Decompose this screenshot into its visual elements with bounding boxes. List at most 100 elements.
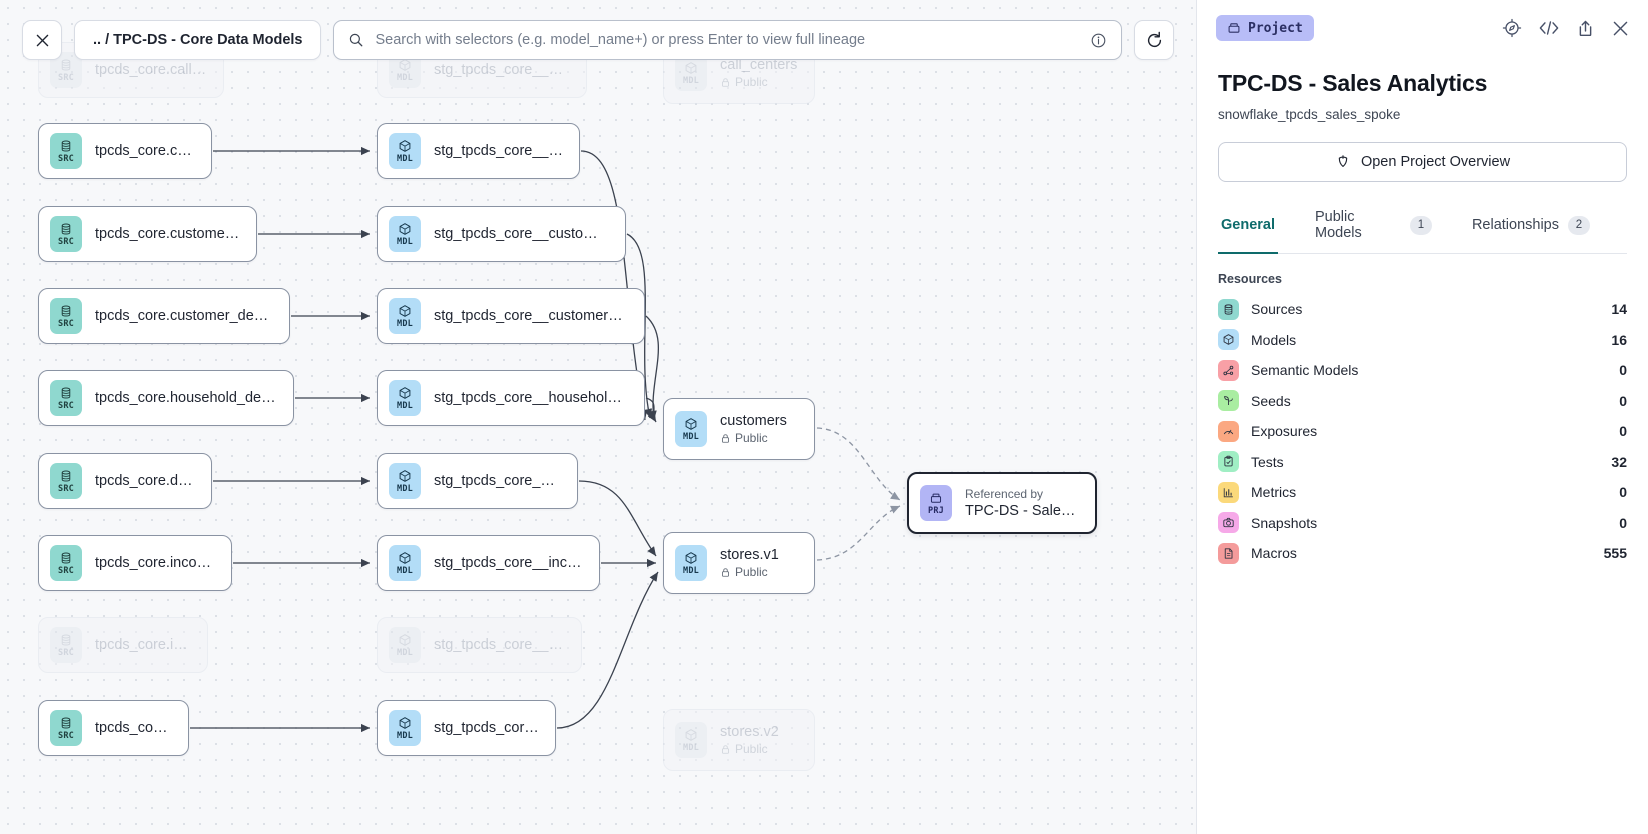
project-box-icon <box>929 491 943 505</box>
node-label: tpcds_core.date_dim <box>95 473 195 489</box>
cube-icon <box>398 551 412 565</box>
lock-icon <box>722 567 729 577</box>
cube-icon <box>684 61 698 75</box>
node-text: stg_tpcds_core__income_band <box>434 555 583 571</box>
cube-icon <box>398 222 412 236</box>
resource-type-chip[interactable]: Project <box>1216 15 1314 41</box>
panel-header-actions <box>1502 18 1630 38</box>
lineage-node-mdl_hh_demo[interactable]: MDLstg_tpcds_core__household_demogr… <box>377 370 645 426</box>
node-label: stg_tpcds_core__income_band <box>434 555 583 571</box>
node-label: stg_tpcds_core__call_center <box>434 62 570 78</box>
node-type-tag: MDL <box>397 153 413 164</box>
resource-label: Sources <box>1251 301 1303 318</box>
tab-general[interactable]: General <box>1218 203 1278 254</box>
node-label: stores.v2 <box>720 724 779 740</box>
resource-label: Metrics <box>1251 484 1297 501</box>
mdl-badge: MDL <box>675 545 707 581</box>
node-type-tag: SRC <box>58 153 74 164</box>
share-icon[interactable] <box>1576 19 1595 38</box>
database-icon <box>59 716 73 730</box>
node-text: tpcds_core.household_demographics <box>95 390 277 406</box>
lineage-node-src_customer[interactable]: SRC tpcds_core.customer <box>38 123 212 179</box>
node-text: tpcds_core.customer <box>95 143 195 159</box>
search-icon <box>350 33 363 47</box>
resource-count: 555 <box>1603 545 1627 562</box>
node-type-tag: MDL <box>397 730 413 741</box>
code-icon[interactable] <box>1538 19 1560 37</box>
node-visibility-label: Public <box>735 742 768 756</box>
mdl-badge: MDL <box>675 722 707 758</box>
resource-count: 0 <box>1619 423 1627 440</box>
database-icon <box>59 633 73 647</box>
close-panel-icon[interactable] <box>1611 19 1630 38</box>
tab-count-badge: 1 <box>1409 215 1432 235</box>
panel-header: Project <box>1197 0 1648 56</box>
lineage-canvas[interactable]: SRCtpcds_core.call_centerMDLstg_tpcds_co… <box>0 0 1197 834</box>
close-lineage-button[interactable] <box>22 20 62 60</box>
resource-row-metrics[interactable]: Metrics 0 <box>1218 477 1627 508</box>
node-label: stg_tpcds_core__customer_demogra… <box>434 308 628 324</box>
mdl-badge: MDL <box>389 463 421 499</box>
open-project-overview-button[interactable]: Open Project Overview <box>1218 142 1627 182</box>
node-label: customers <box>720 413 787 429</box>
resource-row-seeds[interactable]: Seeds 0 <box>1218 386 1627 417</box>
breadcrumb[interactable]: .. / TPC-DS - Core Data Models <box>74 20 322 60</box>
lock-icon <box>722 77 729 87</box>
resource-count: 32 <box>1611 453 1627 470</box>
cube-icon <box>398 469 412 483</box>
node-label: tpcds_core.call_center <box>95 62 207 78</box>
refresh-button[interactable] <box>1134 20 1174 60</box>
database-icon <box>59 222 73 236</box>
mdl-badge: MDL <box>389 216 421 252</box>
lineage-node-mdl_income_band[interactable]: MDL stg_tpcds_core__income_band <box>377 535 600 591</box>
search-input[interactable] <box>375 32 1079 48</box>
node-label: stg_tpcds_core__store <box>434 720 539 736</box>
node-type-tag: MDL <box>397 565 413 576</box>
lineage-node-mdl_store[interactable]: MDL stg_tpcds_core__store <box>377 700 556 756</box>
search-box[interactable] <box>333 20 1122 60</box>
cube-icon <box>684 728 698 742</box>
info-circle-icon[interactable] <box>1090 32 1107 49</box>
compass-icon[interactable] <box>1502 18 1522 38</box>
resource-label: Seeds <box>1251 392 1291 409</box>
resource-count: 0 <box>1619 484 1627 501</box>
sprout-icon <box>1218 390 1239 412</box>
node-label: stg_tpcds_core__inventory <box>434 637 565 653</box>
node-type-tag: MDL <box>397 236 413 247</box>
node-text: stg_tpcds_core__inventory <box>434 637 565 653</box>
lineage-node-mdl_cust_demo[interactable]: MDL stg_tpcds_core__customer_demogra… <box>377 288 645 344</box>
node-type-tag: MDL <box>397 318 413 329</box>
tab-label: Relationships <box>1471 217 1559 233</box>
node-text: tpcds_core.customer_demographics <box>95 308 273 324</box>
overview-button-label: Open Project Overview <box>1360 154 1511 170</box>
resource-count: 0 <box>1619 392 1627 409</box>
node-visibility-label: Public <box>735 565 768 579</box>
lineage-toolbar: .. / TPC-DS - Core Data Models <box>0 0 1196 80</box>
